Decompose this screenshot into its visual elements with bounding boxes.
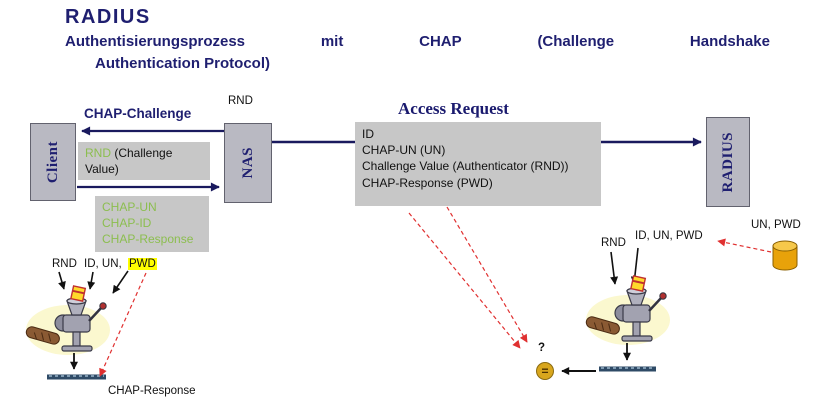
page-title: RADIUS [65,6,151,28]
left-input-arrow-id-un [87,271,96,290]
subtitle-line-2: Authentication Protocol) [95,55,270,72]
left-input-arrow-pwd [112,270,129,294]
subtitle-word: Authentisierungsprozess [65,33,246,50]
chap-credentials-box: CHAP-UN CHAP-ID CHAP-Response [95,196,209,252]
chap-credentials-line: CHAP-UN [102,200,157,214]
response-compare-dashed-arrow-1 [408,212,521,349]
response-compare-dashed-arrow-2 [446,206,528,343]
challenge-value-rnd: RND [85,146,111,160]
database-icon [772,240,798,271]
client-node-label: Client [44,140,61,184]
access-request-box: ID CHAP-UN (UN) Challenge Value (Authent… [355,122,601,206]
access-request-title: Access Request [398,99,509,118]
right-input-arrow-rnd [610,251,619,285]
left-input-pwd-label: PWD [128,258,157,270]
nas-node-label: NAS [239,147,256,179]
access-request-line: ID [362,127,374,141]
client-node: Client [30,123,76,201]
access-request-line: CHAP-UN (UN) [362,143,446,158]
hash-machine-icon-right [583,274,672,347]
hash-result-bar-left [47,374,106,380]
pwd-highlight: PWD [128,258,157,270]
left-input-arrow-rnd [58,271,66,290]
radius-node-label: RADIUS [719,131,736,193]
chap-credentials-line: CHAP-Response [102,232,194,247]
chap-response-output-label: CHAP-Response [108,385,196,397]
subtitle-word: (Challenge [537,33,615,50]
left-input-rnd-label: RND [52,258,77,270]
chap-credentials-line: CHAP-ID [102,216,152,231]
access-request-line: CHAP-Response (PWD) [362,175,493,190]
question-mark: ? [538,342,546,354]
left-input-id-un-label: ID, UN, [84,258,122,270]
nas-node: NAS [224,123,272,203]
challenge-value-box: RND (Challenge Value) [78,142,210,180]
subtitle-word: mit [320,33,344,50]
subtitle-word: Handshake [689,33,770,50]
chap-challenge-label: CHAP-Challenge [84,106,192,121]
right-input-id-un-pwd-label: ID, UN, PWD [635,230,703,242]
subtitle-line-1: Authentisierungsprozess mit CHAP (Challe… [65,33,770,50]
access-request-line: Challenge Value (Authenticator (RND)) [362,159,569,174]
pwd-compare-dashed-arrow [99,272,147,377]
db-to-inputs-dashed-arrow [717,238,772,253]
hash-result-bar-right [599,366,656,372]
radius-node: RADIUS [706,117,750,207]
equals-circle-icon: = [536,362,554,380]
right-input-rnd-label: RND [601,237,626,249]
hash-machine-icon-left [23,284,112,357]
challenge-value-text: (Challenge Value) [85,146,173,177]
rnd-label-above-nas: RND [228,95,253,107]
db-content-label: UN, PWD [751,219,801,231]
subtitle-word: CHAP [419,33,462,50]
